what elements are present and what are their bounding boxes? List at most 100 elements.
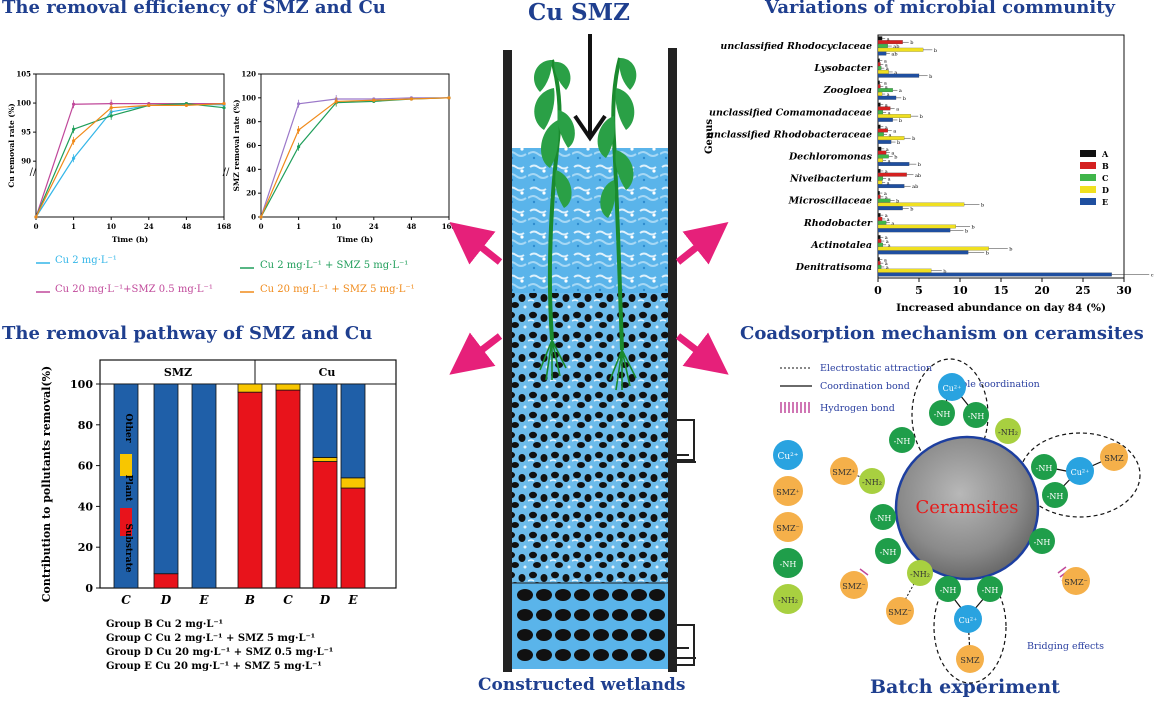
bar bbox=[877, 106, 891, 111]
title-coadsorption: Coadsorption mechanism on ceramsites bbox=[740, 323, 1144, 344]
svg-text:-NH: -NH bbox=[940, 586, 957, 595]
legend-label: D bbox=[1102, 185, 1109, 195]
stacked-bar-segment bbox=[340, 487, 366, 589]
svg-text:-NH: -NH bbox=[1036, 464, 1053, 473]
x-tick-label: 48 bbox=[182, 222, 192, 231]
stacked-bar-segment bbox=[275, 383, 301, 391]
title-removal-efficiency: The removal efficiency of SMZ and Cu bbox=[2, 0, 386, 18]
significance-label: a bbox=[886, 265, 889, 271]
legend-label: Plant bbox=[123, 475, 133, 503]
ceramsite-particle bbox=[894, 435, 1040, 581]
x-tick-label: 1 bbox=[71, 222, 76, 231]
bar bbox=[877, 162, 910, 166]
arrow-to-microbial bbox=[675, 221, 729, 265]
y-tick-label: 100 bbox=[16, 99, 31, 108]
significance-label: ab bbox=[891, 52, 897, 58]
legend-label: Other bbox=[123, 413, 133, 442]
bar bbox=[877, 95, 897, 100]
axis-break: // bbox=[223, 167, 230, 178]
bridging-effects-label: Bridging effects bbox=[1027, 641, 1104, 652]
category-label: Denitratisoma bbox=[795, 262, 872, 273]
x-tick-label: 24 bbox=[144, 222, 154, 231]
legend-label: Substrate bbox=[123, 523, 133, 572]
bar bbox=[877, 158, 884, 163]
significance-label: a bbox=[887, 217, 890, 223]
series-line bbox=[260, 97, 450, 218]
svg-text:Cu²⁺: Cu²⁺ bbox=[943, 384, 962, 393]
significance-label: b bbox=[1009, 247, 1012, 253]
bar bbox=[877, 268, 932, 273]
significance-label: b bbox=[972, 225, 975, 231]
y-tick-label: 0 bbox=[85, 582, 93, 595]
x-axis-title: Time (h) bbox=[112, 235, 148, 244]
significance-label: a bbox=[886, 239, 889, 245]
legend-swatch bbox=[1080, 186, 1096, 193]
plant-left bbox=[533, 59, 575, 381]
svg-text:Cu²⁺: Cu²⁺ bbox=[777, 452, 798, 462]
svg-text:-NH: -NH bbox=[1047, 492, 1064, 501]
svg-text:Cu²⁺: Cu²⁺ bbox=[959, 616, 978, 625]
data-point bbox=[147, 103, 151, 107]
significance-label: a bbox=[884, 81, 887, 87]
legend-hydrogen-line bbox=[780, 402, 810, 413]
significance-label: b bbox=[943, 269, 946, 275]
y-tick-label: 80 bbox=[246, 117, 256, 126]
svg-text:-NH: -NH bbox=[780, 560, 797, 569]
legend-swatch bbox=[120, 394, 132, 422]
data-point bbox=[447, 96, 451, 100]
data-point bbox=[372, 98, 376, 102]
bar bbox=[877, 242, 884, 247]
x-tick-label: 20 bbox=[1034, 284, 1050, 297]
wetland-right-wall bbox=[668, 48, 677, 672]
legend-swatch bbox=[1080, 174, 1096, 181]
significance-label: a bbox=[886, 147, 889, 153]
significance-label: a bbox=[885, 213, 888, 219]
legend-label: C bbox=[1102, 173, 1108, 183]
stacked-bar-segment bbox=[191, 383, 217, 589]
category-label: Microscillaceae bbox=[788, 196, 872, 207]
legend-cu20-smz05: Cu 20 mg·L⁻¹+SMZ 0.5 mg·L⁻¹ bbox=[55, 284, 213, 295]
inflow-arrow bbox=[573, 34, 607, 142]
panel-label: Cu bbox=[319, 366, 336, 379]
group-list: Group B Cu 2 mg·L⁻¹ Group C Cu 2 mg·L⁻¹ … bbox=[106, 618, 333, 674]
significance-label: b bbox=[918, 162, 921, 168]
bar bbox=[877, 202, 965, 207]
x-tick-label: 10 bbox=[331, 222, 341, 231]
y-tick-label: 60 bbox=[246, 141, 256, 150]
outlet-pipe-upper bbox=[677, 419, 696, 463]
svg-text:-NH: -NH bbox=[875, 514, 892, 523]
svg-text:-NH₂: -NH₂ bbox=[862, 478, 882, 487]
panel-label: SMZ bbox=[164, 366, 192, 379]
axis-break: // bbox=[30, 167, 37, 178]
significance-label: b bbox=[912, 136, 915, 142]
legend-label: E bbox=[1102, 197, 1108, 207]
significance-label: b bbox=[899, 118, 902, 124]
significance-label: a bbox=[889, 132, 892, 138]
significance-label: b bbox=[929, 74, 932, 80]
y-tick-label: 120 bbox=[241, 70, 256, 79]
x-tick-label: 10 bbox=[952, 284, 968, 297]
legend-swatch bbox=[1080, 198, 1096, 205]
series-line bbox=[35, 103, 225, 218]
significance-label: a bbox=[885, 125, 888, 131]
bar bbox=[877, 114, 911, 118]
significance-label: b bbox=[897, 140, 900, 146]
y-axis-title: Genus bbox=[704, 119, 715, 154]
significance-label: a bbox=[887, 180, 890, 186]
significance-label: a bbox=[887, 92, 890, 98]
y-tick-label: 105 bbox=[16, 70, 31, 79]
svg-text:-NH₂: -NH₂ bbox=[998, 428, 1018, 437]
y-axis-title: Cu removal rate (%) bbox=[7, 103, 16, 187]
legend-cu2: Cu 2 mg·L⁻¹ bbox=[55, 255, 117, 266]
svg-text:-NH: -NH bbox=[1034, 538, 1051, 547]
significance-label: a bbox=[891, 151, 894, 157]
bottom-stones bbox=[517, 589, 665, 661]
series-line bbox=[35, 103, 225, 218]
y-tick-label: 40 bbox=[78, 500, 94, 513]
y-tick-label: 95 bbox=[21, 128, 31, 137]
surface-groups: Cu²⁺ -NH -NH -NH₂ -NH -NH₂ SMZ⁺ -NH -NH … bbox=[830, 373, 1128, 673]
data-point bbox=[409, 97, 413, 101]
